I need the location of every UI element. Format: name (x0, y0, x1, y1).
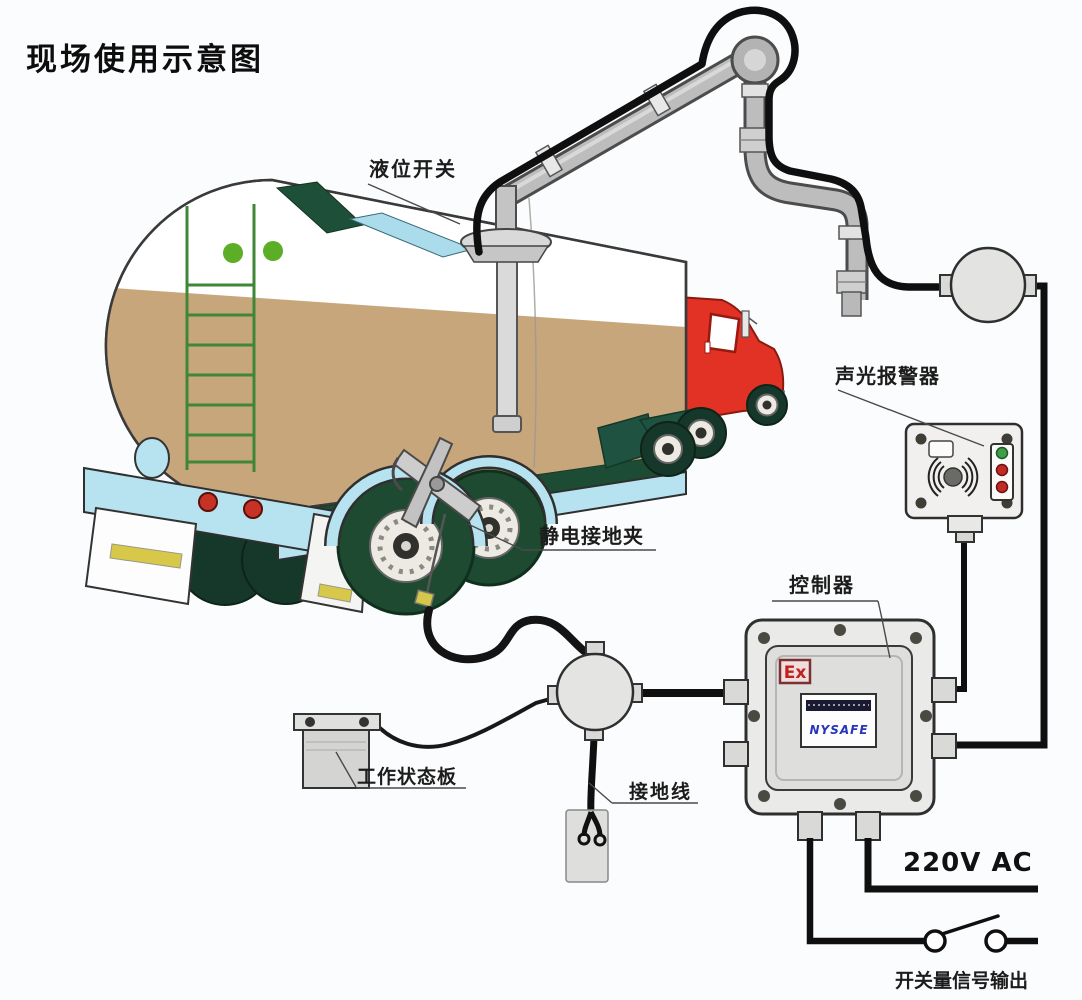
label-status-board: 工作状态板 (357, 766, 458, 788)
leader-status-board (335, 751, 466, 789)
controller-brand-text: NYSAFE (809, 723, 868, 737)
clamp-lead (425, 513, 447, 595)
leader-level-switch (367, 183, 461, 225)
led-red (995, 463, 1009, 477)
controller-port (797, 811, 823, 841)
tank-port-dot (263, 241, 283, 261)
label-static-clamp: 静电接地夹 (539, 524, 644, 548)
switch-output-line (806, 838, 924, 945)
air-tank (134, 437, 170, 479)
level-switch (460, 185, 552, 263)
callout-leaders (335, 183, 985, 804)
tank-ladder (185, 204, 256, 472)
label-ground-wire: 接地线 (629, 781, 693, 803)
status-board-cable (371, 695, 558, 749)
ground-cable (587, 737, 598, 813)
ex-mark-text: Ex (784, 663, 807, 683)
switch-blade (940, 914, 1000, 936)
junction-box-right (939, 246, 1037, 324)
controller-port (723, 741, 749, 767)
signal-cable-along-pipe (473, 6, 942, 291)
leader-clamp (467, 523, 656, 551)
switch-contact (984, 929, 1008, 953)
clamp-coiled-cable (423, 606, 598, 664)
ground-plate (565, 809, 609, 883)
led-red (995, 480, 1009, 494)
wheel (336, 476, 476, 616)
static-ground-clamp (391, 436, 482, 608)
status-board (293, 713, 381, 789)
controller-box: Ex NYSAFE (723, 618, 957, 841)
controller-port (931, 677, 957, 703)
cable-alarm-to-controller (950, 540, 967, 692)
junction-box-left (547, 641, 643, 741)
tank-port-dot (223, 243, 243, 263)
leader-alarm (837, 389, 985, 447)
ex-badge (778, 658, 812, 685)
power-line (864, 838, 1038, 893)
tank-walkway-dark (275, 181, 365, 234)
switch-contact (923, 929, 947, 953)
label-power: 220V AC (903, 848, 1033, 878)
page-title: 现场使用示意图 (26, 42, 264, 78)
tail-light (243, 499, 263, 519)
controller-port (931, 733, 957, 759)
label-controller: 控制器 (789, 573, 855, 597)
label-switch-output: 开关量信号输出 (895, 970, 1029, 992)
cab-wheels (640, 384, 788, 477)
tail-light (198, 492, 218, 512)
alarm-device (904, 422, 1024, 543)
leader-controller (772, 600, 891, 659)
output-wiring (806, 838, 1038, 953)
controller-port (855, 811, 881, 841)
alarm-nameplate (928, 440, 954, 458)
cab-mirror (741, 310, 750, 338)
led-green (995, 446, 1009, 460)
leader-ground-wire (588, 782, 698, 804)
cab-window (706, 312, 741, 354)
label-level-switch: 液位开关 (369, 157, 457, 181)
tanker-truck (83, 178, 788, 616)
level-probe (496, 257, 518, 421)
controller-port (723, 679, 749, 705)
tank (104, 178, 688, 514)
speaker-icon (927, 457, 979, 497)
label-alarm: 声光报警器 (835, 364, 940, 388)
